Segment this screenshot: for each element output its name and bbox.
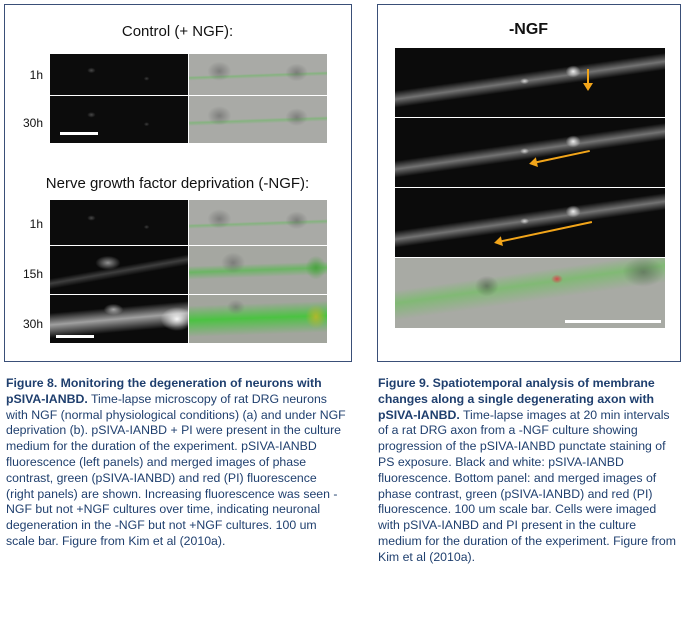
figure-9-caption-title: Figure 9. Spatiotemporal analysis of mem… bbox=[378, 376, 655, 422]
arrow-timepoint-3 bbox=[497, 221, 593, 243]
control-1h-merged-image bbox=[188, 53, 328, 96]
ngf-row-label-15h: 15h bbox=[22, 267, 43, 281]
figure-8-caption-title: Figure 8. Monitoring the degeneration of… bbox=[6, 376, 322, 406]
ngf-15h-fluorescence-image bbox=[49, 245, 189, 295]
arrow-timepoint-2 bbox=[532, 149, 590, 164]
ngf-row-label-30h: 30h bbox=[22, 317, 43, 331]
control-1h-fluorescence-image bbox=[49, 53, 189, 96]
axon-merged-image bbox=[394, 257, 666, 329]
control-30h-merged-image bbox=[188, 95, 328, 144]
arrow-timepoint-1 bbox=[587, 69, 589, 87]
axon-timepoint-2-image bbox=[394, 117, 666, 188]
control-row-label-30h: 30h bbox=[22, 116, 43, 130]
ngf-1h-fluorescence-image bbox=[49, 199, 189, 246]
ngf-1h-merged-image bbox=[188, 199, 328, 246]
control-row-label-1h: 1h bbox=[29, 68, 43, 82]
figure-9-caption-body: Time-lapse images at 20 min intervals of… bbox=[378, 407, 676, 564]
deprivation-heading: Nerve growth factor deprivation (-NGF): bbox=[45, 175, 310, 192]
figure-9-title: -NGF bbox=[508, 21, 549, 38]
figure-9-caption: Figure 9. Spatiotemporal analysis of mem… bbox=[378, 376, 678, 566]
ngf-15h-merged-image bbox=[188, 245, 328, 295]
control-heading: Control (+ NGF): bbox=[121, 23, 234, 40]
figure-9-panel: -NGF bbox=[377, 4, 681, 362]
ngf-30h-merged-image bbox=[188, 294, 328, 344]
ngf-scale-bar bbox=[56, 335, 94, 338]
figure-8-panel: Control (+ NGF): 1h 30h Nerve growth fac… bbox=[4, 4, 352, 362]
ngf-row-label-1h: 1h bbox=[29, 217, 43, 231]
control-30h-fluorescence-image bbox=[49, 95, 189, 144]
axon-timepoint-3-image bbox=[394, 187, 666, 258]
ngf-30h-fluorescence-image bbox=[49, 294, 189, 344]
axon-timepoint-1-image bbox=[394, 47, 666, 118]
axon-scale-bar bbox=[565, 320, 661, 323]
figure-8-caption-body: Time-lapse microscopy of rat DRG neurons… bbox=[6, 391, 346, 548]
figure-8-caption: Figure 8. Monitoring the degeneration of… bbox=[6, 376, 346, 550]
control-scale-bar bbox=[60, 132, 98, 135]
